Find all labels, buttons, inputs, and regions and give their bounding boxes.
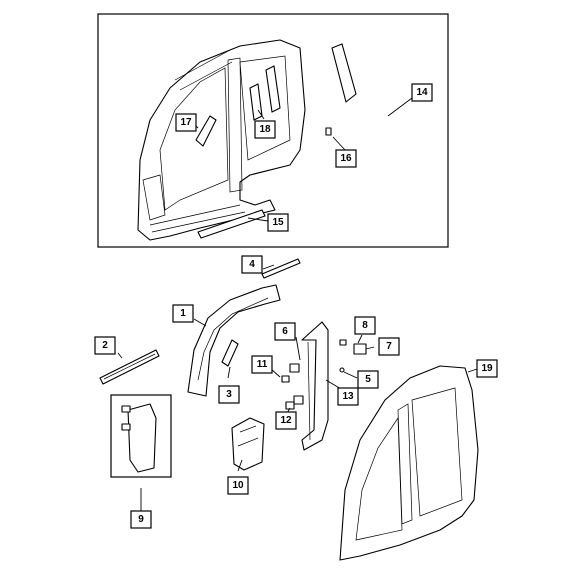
callout-14: 14 (411, 83, 433, 102)
a-pillar-reinforcement-3 (221, 339, 239, 367)
a-pillar-1 (187, 284, 281, 397)
callout-4: 4 (241, 255, 263, 274)
callout-10: 10 (227, 476, 249, 495)
svg-text:2: 2 (102, 340, 108, 351)
clip-16 (325, 127, 332, 136)
body-side-outer-19 (339, 365, 479, 561)
svg-text:13: 13 (342, 391, 354, 402)
callout-9: 9 (130, 510, 152, 529)
callout-6: 6 (274, 322, 296, 341)
svg-text:7: 7 (386, 341, 392, 352)
svg-text:8: 8 (362, 320, 368, 331)
clips-6-11-12 (281, 363, 304, 410)
svg-text:4: 4 (249, 259, 255, 270)
svg-text:9: 9 (138, 514, 144, 525)
callout-3: 3 (218, 385, 240, 404)
body-side-aperture-assembly (137, 39, 306, 241)
svg-text:18: 18 (259, 124, 271, 135)
svg-text:3: 3 (226, 389, 232, 400)
svg-text:6: 6 (282, 326, 288, 337)
svg-text:5: 5 (365, 374, 371, 385)
hinge-pillar-10 (231, 417, 265, 471)
callout-2: 2 (94, 336, 116, 355)
callout-11: 11 (251, 355, 273, 374)
callout-13: 13 (337, 387, 359, 406)
bracket-upper-right (331, 43, 357, 103)
svg-text:12: 12 (280, 415, 292, 426)
small-parts-5-7-8 (339, 339, 367, 373)
svg-text:17: 17 (180, 117, 192, 128)
svg-text:19: 19 (481, 363, 493, 374)
sill-2 (99, 349, 160, 385)
callout-7: 7 (378, 337, 400, 356)
svg-text:15: 15 (272, 217, 284, 228)
svg-text:14: 14 (416, 87, 428, 98)
sill-15 (197, 209, 266, 239)
roof-rail-4 (261, 258, 301, 279)
hinge-pillar-9-frame (110, 394, 172, 478)
svg-text:10: 10 (232, 480, 244, 491)
callout-15: 15 (267, 213, 289, 232)
callout-19: 19 (476, 359, 498, 378)
callout-12: 12 (275, 411, 297, 430)
callout-16: 16 (335, 149, 357, 168)
b-pillar-13 (301, 321, 329, 451)
callout-18: 18 (254, 120, 276, 139)
callout-5: 5 (357, 370, 379, 389)
reinforcement-17 (195, 115, 217, 147)
callout-17: 17 (175, 113, 197, 132)
callout-1: 1 (172, 304, 194, 323)
callout-8: 8 (354, 316, 376, 335)
svg-text:1: 1 (180, 308, 186, 319)
assembly-inset-frame (97, 13, 449, 248)
svg-text:16: 16 (340, 153, 352, 164)
svg-text:11: 11 (257, 359, 268, 370)
